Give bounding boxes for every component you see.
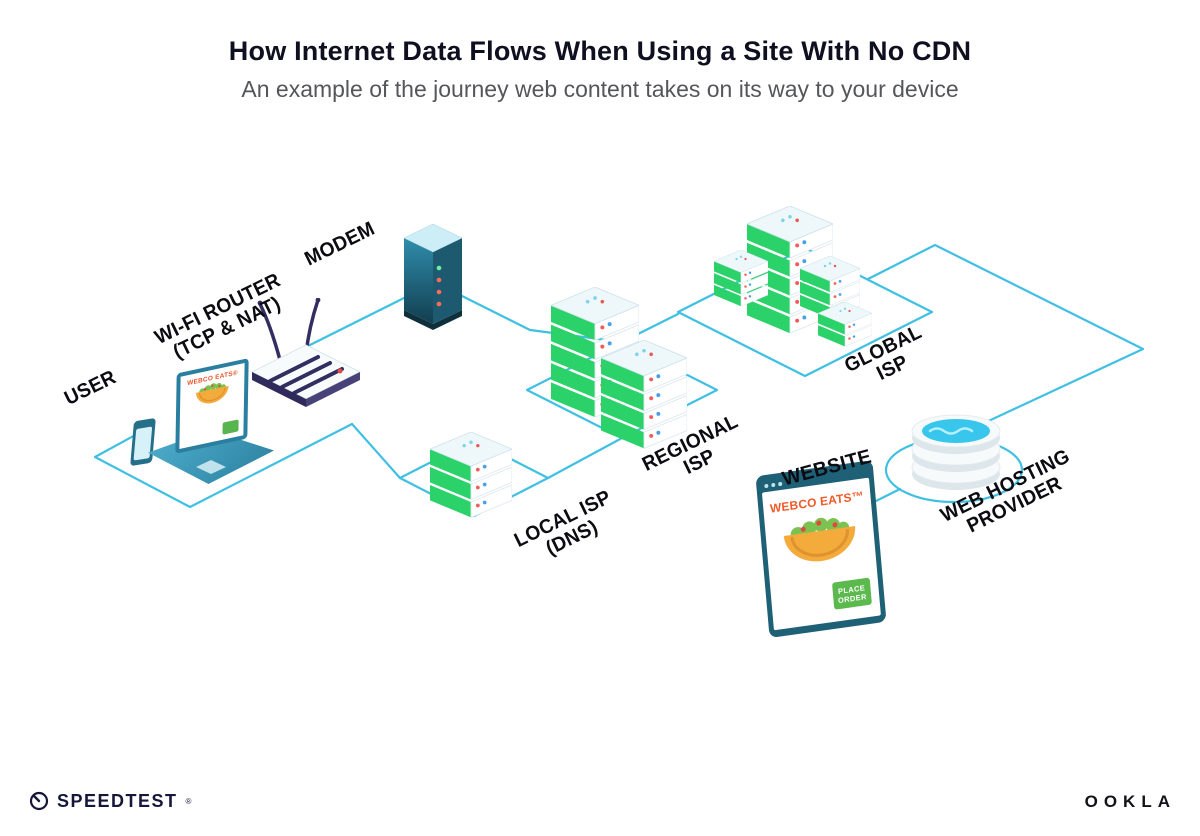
place-order-button: PLACE ORDER: [831, 577, 872, 610]
local-isp-servers: [430, 432, 512, 518]
speedtest-logo: SPEEDTEST ®: [28, 790, 191, 812]
global-isp-servers-left: [714, 250, 768, 307]
speedtest-gauge-icon: [29, 791, 49, 811]
taco-illustration: [783, 517, 856, 562]
browser-body: WEBCO EATS™ PLACE ORDER: [761, 477, 881, 631]
hosting-database-cylinder: [911, 414, 1001, 490]
speedtest-wordmark: SPEEDTEST: [57, 790, 178, 811]
global-isp-servers-small: [818, 302, 872, 347]
browser-dot: [764, 483, 769, 489]
regional-isp-servers-front: [601, 340, 687, 449]
laptop-screen: WEBCO EATS®: [175, 358, 249, 454]
modem: [403, 224, 463, 330]
phone-screen: [133, 426, 153, 461]
page-subtitle: An example of the journey web content ta…: [241, 76, 959, 102]
page-title: How Internet Data Flows When Using a Sit…: [228, 36, 972, 66]
speedtest-trademark: ®: [185, 796, 192, 806]
laptop-trackpad: [196, 460, 226, 474]
phone: [130, 417, 156, 467]
user-laptop: WEBCO EATS®: [130, 358, 282, 516]
laptop-order-badge: [222, 419, 239, 435]
ookla-logo: OOKLA: [1084, 792, 1176, 811]
taco-icon: [196, 382, 229, 404]
website-window: WEBCO EATS™ PLACE ORDER: [755, 459, 887, 639]
wifi-router: [250, 298, 362, 407]
